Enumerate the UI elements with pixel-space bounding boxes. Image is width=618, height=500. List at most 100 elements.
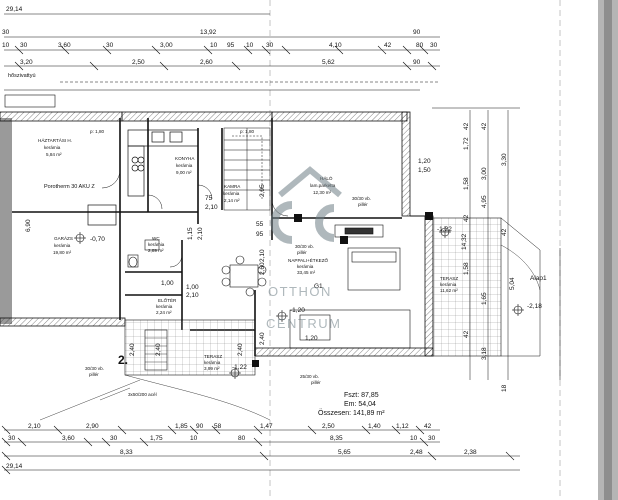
kitchen-counter <box>127 129 199 197</box>
svg-text:TERASZ: TERASZ <box>204 354 222 359</box>
svg-text:90: 90 <box>196 423 204 430</box>
svg-text:1,47: 1,47 <box>260 423 273 430</box>
svg-text:3,60: 3,60 <box>58 42 71 49</box>
top-right-wall <box>271 111 408 122</box>
page-edge-strip-dark <box>604 0 612 500</box>
svg-text:3,60: 3,60 <box>62 435 75 442</box>
room-living: NAPPALI+ÉTKEZŐ kerámia 33,45 m² <box>288 257 329 275</box>
svg-text:42: 42 <box>463 122 470 130</box>
svg-text:KAMRA: KAMRA <box>224 184 241 189</box>
door-swings <box>101 169 289 268</box>
dim-95: 95 <box>256 231 264 238</box>
overall-dim-top: 29,14 <box>6 6 23 13</box>
svg-text:30: 30 <box>428 435 436 442</box>
svg-text:19,80 m²: 19,80 m² <box>53 250 72 255</box>
svg-text:5,84 m²: 5,84 m² <box>46 152 62 157</box>
dim-2-95: 2,95 <box>259 184 266 197</box>
room-bedroom: HÁLÓ lam.parketta 12,30 m² <box>310 175 336 195</box>
dim-right-90: 90 <box>413 29 421 36</box>
top-dim-row1: 10 30 3,60 30 3,00 10 95 10 30 4,10 42 8… <box>2 42 438 49</box>
pillar-label-3b: pillér <box>89 372 99 377</box>
dim-42-b: 42 <box>501 228 508 236</box>
svg-text:kerámia: kerámia <box>148 242 165 247</box>
svg-text:1,40: 1,40 <box>368 423 381 430</box>
svg-text:1,72: 1,72 <box>463 137 470 150</box>
svg-text:1,85: 1,85 <box>175 423 188 430</box>
dim-2-40-c: 2,40 <box>237 343 244 356</box>
room-wc: WC kerámia 2,89 m² <box>148 236 165 253</box>
svg-text:42: 42 <box>463 330 470 338</box>
dim-2-10-c: 2,10 <box>186 292 199 299</box>
dim-2-40-b: 2,40 <box>155 343 162 356</box>
svg-text:33,45 m²: 33,45 m² <box>297 270 316 275</box>
svg-text:3,20: 3,20 <box>20 59 33 66</box>
parapet-b: p: 1,80 <box>240 129 254 134</box>
pillar-label-2: 30/30 vb. <box>295 244 314 249</box>
svg-text:4,95: 4,95 <box>481 195 488 208</box>
top-left-wall <box>0 111 123 122</box>
left-grey-wall <box>0 118 12 324</box>
pillar-label-2b: pillér <box>297 250 307 255</box>
svg-text:1,58: 1,58 <box>463 262 470 275</box>
staircase <box>223 127 271 211</box>
svg-text:kerámia: kerámia <box>204 360 221 365</box>
svg-text:58: 58 <box>214 423 222 430</box>
svg-text:42: 42 <box>384 42 392 49</box>
svg-text:2,90: 2,90 <box>86 423 99 430</box>
dim-2-10-d: 2,10 <box>259 249 266 262</box>
dim-1-20-b: 1,20 <box>305 335 318 342</box>
svg-text:kerámia: kerámia <box>54 243 71 248</box>
svg-text:3,30: 3,30 <box>501 153 508 166</box>
svg-text:kerámia: kerámia <box>44 145 61 150</box>
svg-text:8,33: 8,33 <box>120 449 133 456</box>
room-pantry: KAMRA kerámia 2,14 m² <box>223 184 241 203</box>
svg-text:Fszt: 87,85: Fszt: 87,85 <box>344 392 379 399</box>
bottom-dim-row3: 8,33 5,65 2,48 2,38 <box>120 449 477 456</box>
room-garage: GARÁZS kerámia 19,80 m² <box>53 235 73 255</box>
room-utility: HÁZTARTÁSI H. kerámia 5,84 m² <box>38 137 72 157</box>
area-summary: Fszt: 87,85 Em: 54,04 Összesen: 141,89 m… <box>318 392 385 417</box>
top-dimension-lines <box>4 13 440 91</box>
dim-2-10-b: 2,10 <box>205 204 218 211</box>
svg-text:14,32: 14,32 <box>461 233 468 250</box>
svg-text:80: 80 <box>238 435 246 442</box>
heat-pump-label: hőszivattyú <box>8 73 36 79</box>
pillar-label-4: 25/30 vb. <box>300 374 319 379</box>
dim-2-10-a: 2,10 <box>197 227 204 240</box>
room-terrace-right: TERASZ kerámia 11,62 m² <box>440 276 458 293</box>
dim-1-50: 1,50 <box>418 167 431 174</box>
svg-text:4,10: 4,10 <box>329 42 342 49</box>
svg-text:ELŐTÉR: ELŐTÉR <box>158 297 177 303</box>
svg-text:2,24 m²: 2,24 m² <box>156 310 172 315</box>
dim-1-00-b: 1,00 <box>161 280 174 287</box>
svg-text:3,00: 3,00 <box>481 167 488 180</box>
stair-size-label: 3x50/200 acél <box>128 392 157 397</box>
svg-text:9,00 m²: 9,00 m² <box>176 170 192 175</box>
svg-text:80: 80 <box>416 42 424 49</box>
svg-text:2,14 m²: 2,14 m² <box>224 198 240 203</box>
svg-text:90: 90 <box>413 59 421 66</box>
bedroom-furniture <box>334 224 384 238</box>
dim-1-00-a: 1,00 <box>186 284 199 291</box>
dim-left-30: 30 <box>2 29 10 36</box>
svg-text:10: 10 <box>210 42 218 49</box>
svg-text:TERASZ: TERASZ <box>440 276 458 281</box>
terrace-bottom <box>124 319 256 376</box>
dim-1-15: 1,15 <box>187 227 194 240</box>
svg-text:42: 42 <box>424 423 432 430</box>
svg-text:1,65: 1,65 <box>481 292 488 305</box>
svg-text:Összesen: 141,89 m²: Összesen: 141,89 m² <box>318 409 385 417</box>
dim-55: 55 <box>256 221 264 228</box>
level-right: -2,18 <box>527 303 542 310</box>
svg-text:HÁZTARTÁSI H.: HÁZTARTÁSI H. <box>38 137 72 143</box>
top-mid-wall <box>121 111 273 122</box>
right-dimension-lines <box>432 107 561 380</box>
svg-text:2,89 m²: 2,89 m² <box>148 248 164 253</box>
svg-text:12,30 m²: 12,30 m² <box>313 190 332 195</box>
svg-text:NAPPALI+ÉTKEZŐ: NAPPALI+ÉTKEZŐ <box>288 257 329 263</box>
svg-text:2,10: 2,10 <box>28 423 41 430</box>
svg-text:3,18: 3,18 <box>481 347 488 360</box>
svg-text:2,50: 2,50 <box>322 423 335 430</box>
svg-text:HÁLÓ: HÁLÓ <box>320 175 333 181</box>
